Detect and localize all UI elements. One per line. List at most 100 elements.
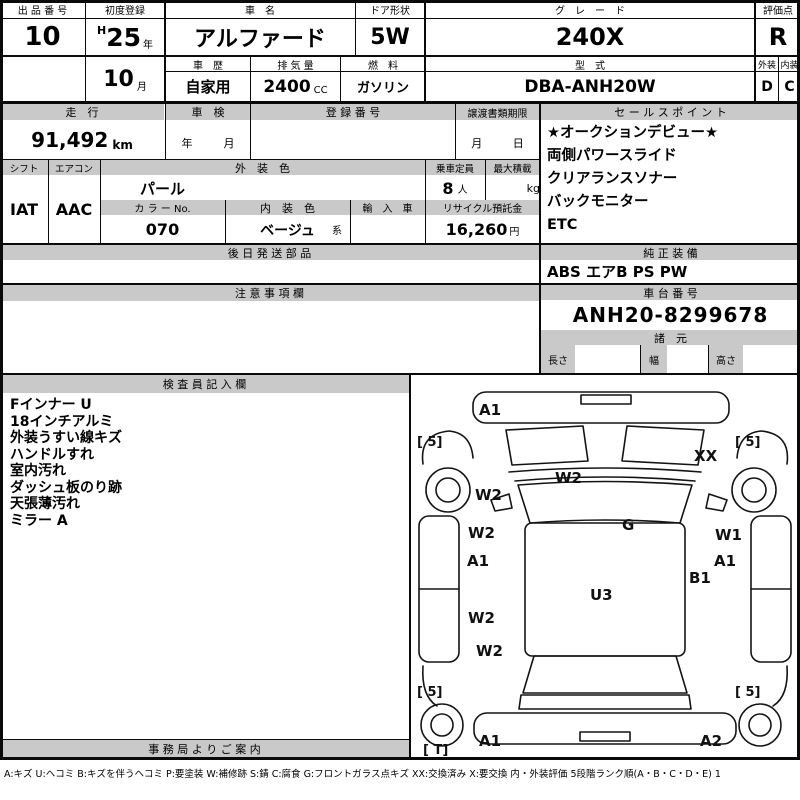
chassis-number-value: ANH20-8299678 (572, 303, 769, 327)
damage-code: W2 (476, 642, 503, 660)
grid-line (250, 55, 251, 101)
tire-mark: [ T] (423, 743, 448, 757)
sales-points-header: セ ー ル ス ポ イ ン ト (541, 104, 800, 120)
damage-code: U3 (590, 586, 613, 604)
damage-code: W2 (475, 486, 502, 504)
interior-score-value: C (784, 78, 795, 95)
sales-point-item: ★オークションデビュー★ (547, 125, 718, 141)
displacement-label: 排 気 量 (277, 61, 314, 71)
office-info-header: 事 務 局 よ り ご 案 内 (0, 740, 409, 757)
max-load-header: 最大積載 (485, 160, 540, 175)
grid-line (340, 55, 341, 101)
inspector-note: 室内汚れ (10, 463, 66, 479)
grid-line (0, 283, 800, 285)
first-registration-label: 初度登録 (105, 6, 145, 17)
year-unit: 年 (143, 40, 153, 51)
interior-color-value: ベージュ 系 (225, 216, 350, 243)
interior-score-label: 内装 (780, 61, 799, 71)
tread-depth: [ 5] (735, 685, 760, 700)
month-unit: 月 (136, 82, 147, 93)
grid-line (165, 71, 800, 72)
grid-line (778, 55, 779, 101)
spec-height-label: 高さ (709, 345, 743, 373)
grid-line (425, 160, 426, 244)
shaken-header: 車 検 (166, 104, 250, 120)
exterior-score-value: D (761, 78, 773, 95)
capacity-header: 乗車定員 (425, 160, 485, 175)
recycle-deposit-value: 16,260 円 (425, 216, 540, 243)
grid-line (165, 104, 166, 160)
interior-color-suffix: 系 (332, 226, 342, 237)
mileage-value: 91,492 km (0, 121, 164, 159)
displacement-value: 2400 CC (251, 72, 340, 101)
caution-header: 注 意 事 項 欄 (0, 285, 539, 301)
first-registration-month-value: 10 (103, 66, 134, 92)
spec-width-label: 幅 (641, 345, 667, 373)
grid-line (0, 159, 540, 160)
later-parts-header: 後 日 発 送 部 品 (0, 245, 539, 260)
shaken-month-unit: 月 (223, 137, 235, 150)
inspector-note: 外装うすい線キズ (10, 430, 122, 446)
first-registration-month: 10 月 (86, 57, 164, 101)
grid-line (164, 0, 166, 101)
grid-line (0, 101, 800, 104)
color-no-value: 070 (145, 220, 180, 239)
damage-code: G (622, 516, 634, 534)
mileage-number: 91,492 (31, 128, 109, 152)
fuel-label: 燃 料 (368, 61, 398, 71)
exhibit-number-value: 10 (24, 22, 61, 52)
grid-line (708, 345, 709, 373)
grid-line (640, 345, 641, 373)
tread-depth: [ 5] (735, 435, 760, 450)
interior-color-name: ベージュ (260, 222, 315, 239)
damage-code: A2 (700, 732, 722, 750)
displacement-number: 2400 (263, 76, 311, 97)
era-prefix: H (96, 24, 107, 37)
grid-line (0, 739, 409, 740)
damage-code: XX (694, 447, 718, 465)
grid-line (0, 55, 800, 57)
grid-line (485, 160, 486, 200)
car-diagram-svg: A1 [ 5] [ 5] XX W2 W2 W2 G W1 A1 A1 B1 U… (417, 391, 792, 758)
transfer-docs-header: 譲渡書類期限 (456, 104, 539, 120)
grid-line (100, 160, 101, 244)
inspector-note: Fインナー U (10, 397, 92, 413)
score-label: 評価点 (763, 6, 793, 17)
legend-text: A:キズ U:ヘコミ B:キズを伴うヘコミ P:要塗装 W:補修跡 S:錆 C:… (4, 769, 721, 780)
border-bottom (0, 757, 800, 760)
max-load-unit: kg (485, 176, 546, 200)
sales-point-item: バックモニター (547, 194, 649, 210)
grade-label: グ レ ー ド (555, 6, 625, 17)
inspector-notes-list: Fインナー U 18インチアルミ 外装うすい線キズ ハンドルすれ 室内汚れ ダッ… (10, 397, 404, 529)
damage-code: W2 (468, 524, 495, 542)
shift-value: IAT (9, 200, 38, 219)
car-history-value: 自家用 (185, 78, 231, 96)
door-shape-value: 5W (370, 24, 410, 50)
grid-line (85, 0, 86, 101)
displacement-unit: CC (313, 85, 328, 96)
inspector-notes-header: 検 査 員 記 入 欄 (0, 375, 409, 393)
grid-line (539, 104, 541, 374)
grid-line (409, 375, 411, 757)
model-code-label: 型 式 (575, 61, 605, 71)
car-name-value: アルファード (194, 27, 326, 52)
grid-line (350, 200, 351, 244)
first-registration-year-value: 25 (106, 22, 141, 52)
grid-line (48, 160, 49, 244)
equipment-header: 純 正 装 備 (541, 245, 800, 260)
kg-unit: kg (526, 181, 540, 195)
recycle-unit: 円 (509, 227, 520, 238)
car-history-label: 車 歴 (193, 61, 223, 71)
aircon-header: エアコン (48, 160, 100, 175)
damage-code: W1 (715, 526, 742, 544)
border-left (0, 0, 3, 760)
transfer-date-placeholder: 月 日 (456, 131, 539, 155)
damage-code: A1 (714, 552, 736, 570)
inspector-note: ダッシュ板のり跡 (10, 479, 122, 496)
damage-code: A1 (479, 401, 501, 419)
capacity-value: 8 人 (425, 176, 485, 200)
grid-line (754, 0, 756, 101)
grid-line (355, 0, 356, 55)
spec-length-label: 長さ (541, 345, 575, 373)
grid-line (225, 200, 226, 244)
